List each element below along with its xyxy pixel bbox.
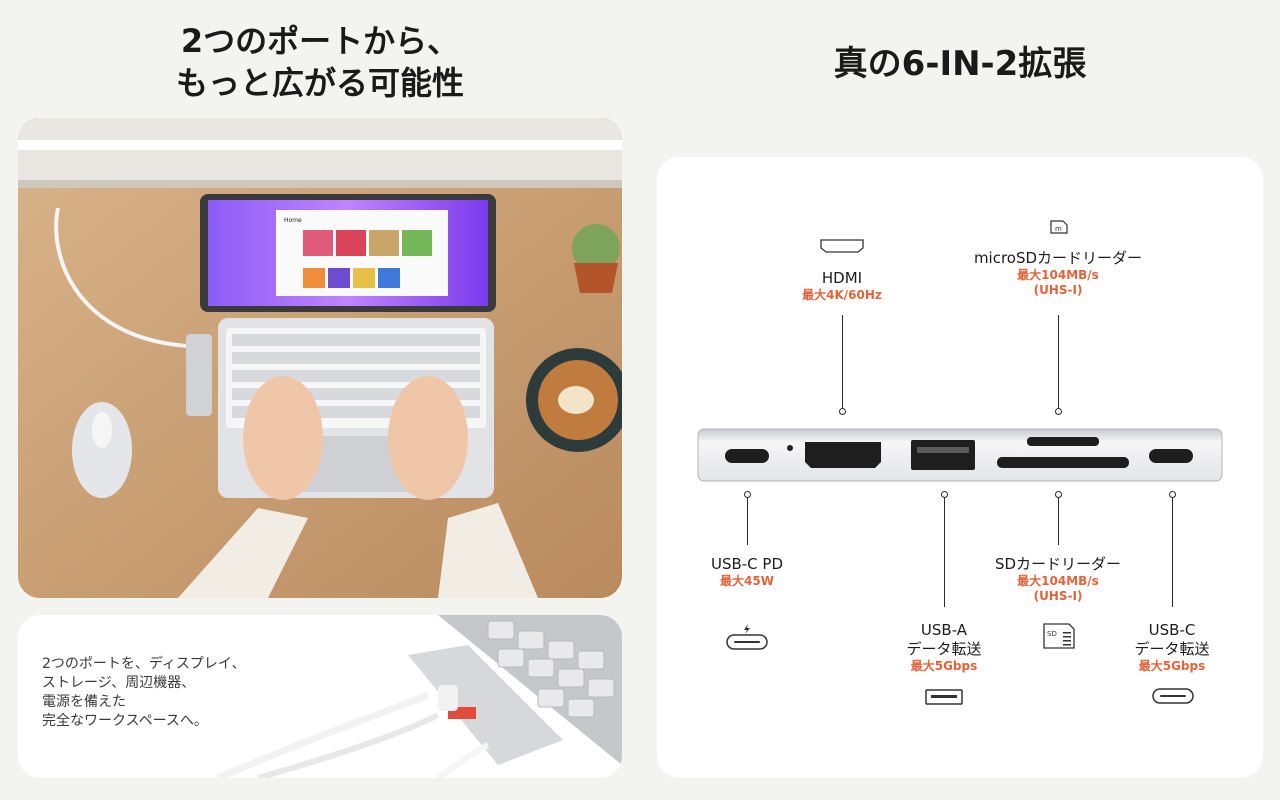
usbc-pd-spec: 最大45W	[720, 574, 774, 588]
usbc-pd-icon	[726, 624, 768, 650]
caption-line: 電源を備えた	[42, 694, 126, 710]
caption-line: 2つのポートを、ディスプレイ、	[42, 656, 246, 672]
detail-photo-card: 2つのポートを、ディスプレイ、 ストレージ、周辺機器、 電源を備えた 完全なワー…	[18, 615, 622, 778]
usbc-name: USB-C	[1148, 621, 1196, 639]
sd-spec-2: (UHS-I)	[1033, 589, 1083, 603]
microsd-icon-label: m	[1055, 225, 1062, 233]
sd-name: SDカードリーダー	[994, 555, 1122, 573]
sd-slot	[997, 457, 1129, 468]
usbc-pd-name: USB-C PD	[710, 555, 784, 573]
usbc-pd-port	[725, 449, 769, 463]
microsd-name: microSDカードリーダー	[973, 249, 1143, 267]
feature-caption: 2つのポートを、ディスプレイ、 ストレージ、周辺機器、 電源を備えた 完全なワー…	[42, 655, 302, 731]
usbc-name-2: データ転送	[1134, 640, 1210, 658]
sd-card-icon-label: SD	[1047, 630, 1057, 638]
usbc-pd-leader-line	[747, 497, 748, 545]
usba-spec: 最大5Gbps	[910, 659, 978, 673]
usbc-label: USB-C データ転送 最大5Gbps	[1107, 621, 1237, 674]
microsd-leader-line	[1058, 315, 1059, 409]
hdmi-leader-dot	[839, 408, 846, 415]
sd-leader-line	[1058, 497, 1059, 545]
microsd-slot	[1027, 437, 1099, 446]
hdmi-icon	[820, 239, 864, 253]
hdmi-name: HDMI	[821, 269, 863, 287]
sd-label: SDカードリーダー 最大104MB/s (UHS-I)	[973, 555, 1143, 604]
sd-spec: 最大104MB/s	[1017, 574, 1099, 588]
left-heading-line2: もっと広がる可能性	[175, 64, 464, 102]
hdmi-leader-line	[842, 315, 843, 409]
usba-leader-line	[944, 497, 945, 607]
microsd-label: microSDカードリーダー 最大104MB/s (UHS-I)	[953, 249, 1163, 298]
hdmi-spec: 最大4K/60Hz	[802, 288, 882, 302]
microsd-spec: 最大104MB/s	[1017, 268, 1099, 282]
hub-closeup-illustration	[216, 615, 622, 778]
hdmi-label: HDMI 最大4K/60Hz	[757, 269, 927, 303]
left-heading-line1: 2つのポートから、	[180, 22, 460, 60]
usbc-leader-line	[1172, 497, 1173, 607]
left-heading: 2つのポートから、 もっと広がる可能性	[0, 20, 640, 104]
hub-device	[697, 428, 1223, 482]
microsd-leader-dot	[1055, 408, 1062, 415]
usba-name-2: データ転送	[906, 640, 982, 658]
desk-illustration: Home	[18, 118, 622, 598]
lifestyle-photo: Home	[18, 118, 622, 598]
caption-line: 完全なワークスペースへ。	[42, 713, 208, 729]
usbc-icon	[1152, 688, 1194, 704]
usba-icon	[925, 689, 963, 705]
usbc-pd-label: USB-C PD 最大45W	[677, 555, 817, 589]
port-spec-card: m HDMI 最大4K/60Hz microSDカードリーダー 最大104MB/…	[657, 157, 1263, 778]
microsd-spec-2: (UHS-I)	[1033, 283, 1083, 297]
usba-label: USB-A データ転送 最大5Gbps	[879, 621, 1009, 674]
right-heading: 真の6-IN-2拡張	[833, 44, 1087, 84]
lightning-icon	[744, 624, 750, 634]
usbc-spec: 最大5Gbps	[1138, 659, 1206, 673]
usba-name: USB-A	[920, 621, 968, 639]
sd-card-icon: SD	[1043, 623, 1075, 649]
microsd-icon: m	[1050, 220, 1068, 234]
status-led	[787, 445, 793, 451]
hdmi-port	[805, 442, 881, 468]
screen-app-title: Home	[284, 217, 302, 224]
caption-line: ストレージ、周辺機器、	[42, 675, 196, 691]
usbc-port	[1149, 449, 1193, 463]
usba-port	[911, 440, 975, 470]
